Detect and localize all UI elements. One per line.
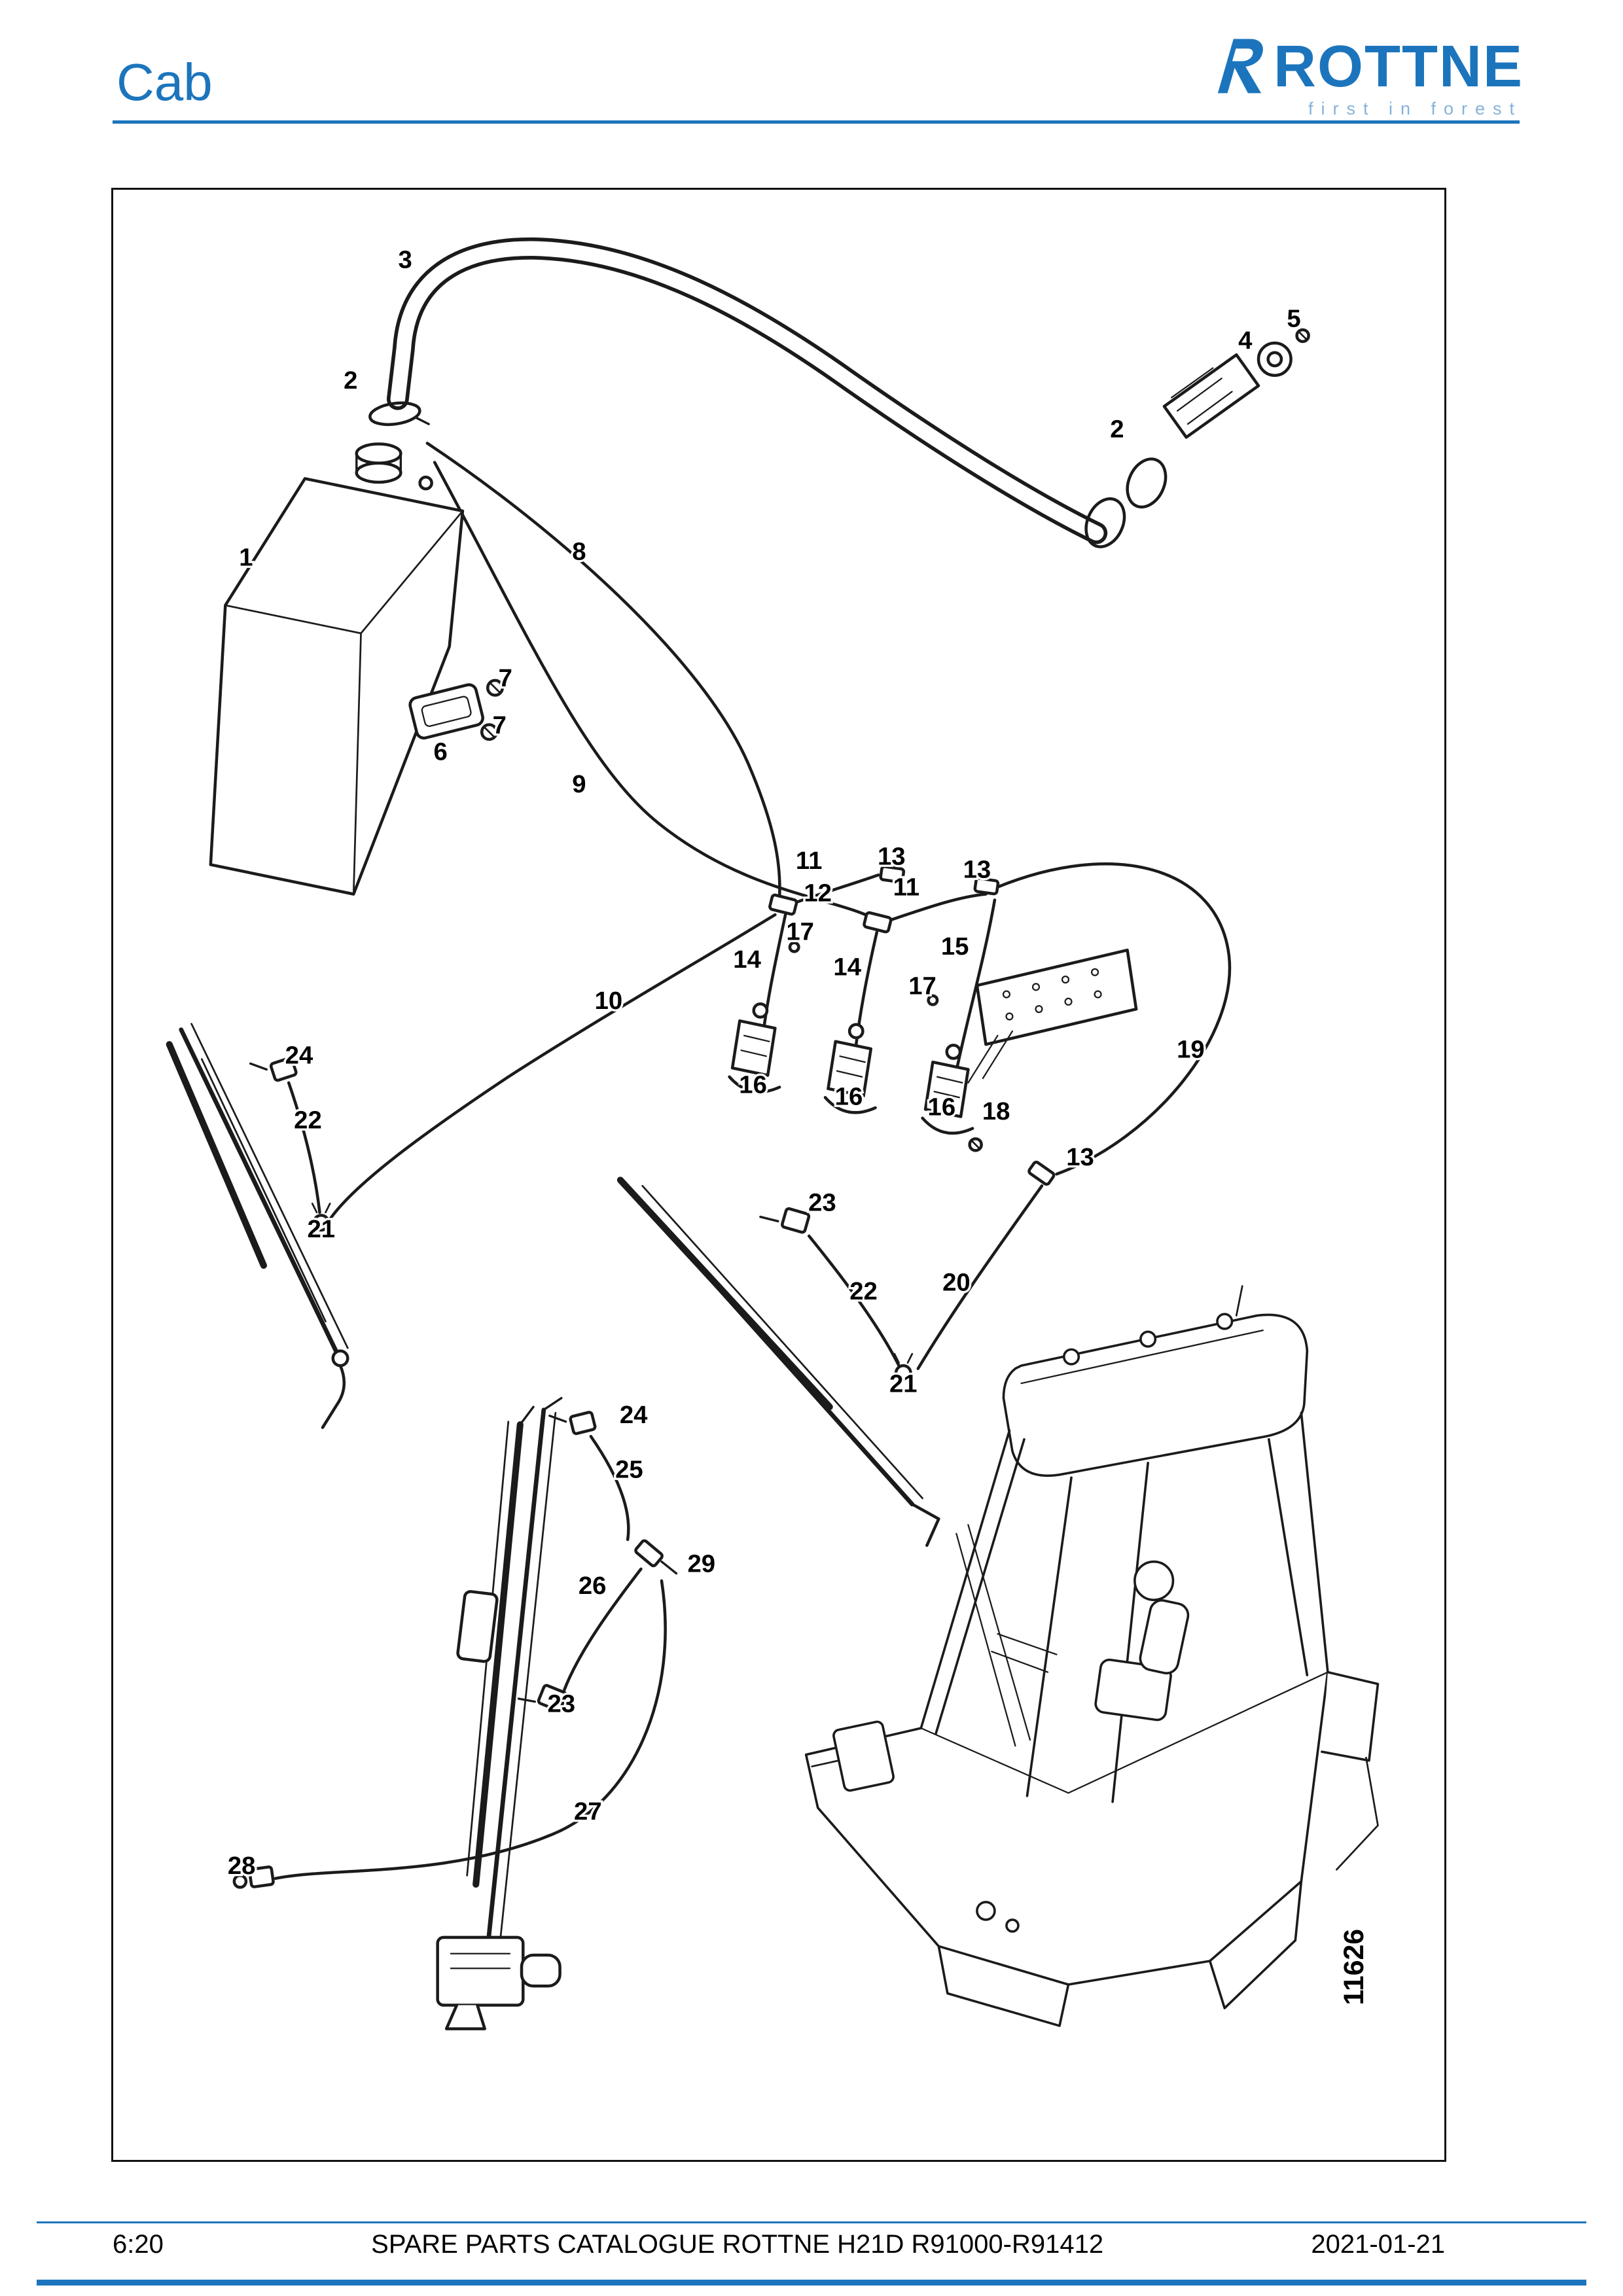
footer-date: 2021-01-21: [1311, 2230, 1445, 2259]
part-callout-26: 26: [579, 1572, 607, 1600]
hose-clamps: [368, 401, 1168, 548]
hose-connectors: [232, 1056, 811, 1889]
part-callout-24: 24: [285, 1041, 313, 1069]
part-callout-2: 2: [344, 366, 357, 395]
tank-bracket: [408, 679, 504, 741]
part-callout-7: 7: [493, 711, 507, 739]
part-callout-23: 23: [548, 1689, 576, 1718]
part-callout-12: 12: [804, 879, 832, 908]
part-callout-13: 13: [878, 842, 906, 870]
part-callout-24: 24: [620, 1401, 648, 1429]
brand-logo: ROTTNE first in forest: [1209, 35, 1524, 119]
part-callout-11: 11: [893, 874, 919, 902]
part-callout-23: 23: [808, 1189, 836, 1217]
part-callout-19: 19: [1177, 1035, 1205, 1063]
spray-nozzles: [311, 1203, 914, 1382]
wiper-lower: [436, 1396, 563, 2030]
washer-tank: [209, 442, 465, 896]
part-callout-4: 4: [1238, 327, 1253, 355]
footer-title: SPARE PARTS CATALOGUE ROTTNE H21D R91000…: [371, 2230, 1104, 2259]
rottne-logo-mark: [1217, 39, 1263, 94]
parts-diagram: 3254218776911131113121715141417102419162…: [166, 237, 1380, 2030]
part-callout-17: 17: [908, 972, 936, 1000]
part-callout-25: 25: [615, 1455, 643, 1483]
part-callout-14: 14: [733, 945, 761, 974]
part-callout-28: 28: [228, 1852, 256, 1880]
page-header: Cab ROTTNE first in forest: [116, 35, 1524, 119]
part-callout-21: 21: [889, 1370, 918, 1398]
part-callout-21: 21: [307, 1215, 335, 1243]
part-callout-16: 16: [928, 1093, 956, 1121]
page-title: Cab: [116, 53, 213, 111]
part-callout-5: 5: [1287, 304, 1300, 332]
figure-id: 11626: [1338, 1929, 1370, 2005]
part-callout-17: 17: [786, 917, 814, 945]
washer-jets: [728, 1002, 974, 1135]
part-callout-13: 13: [1066, 1143, 1094, 1171]
part-callout-13: 13: [963, 856, 991, 884]
wiper-middle: [616, 1176, 940, 1547]
part-callout-16: 16: [739, 1071, 767, 1099]
jet-mounting-plate: [967, 948, 1138, 1084]
part-callout-20: 20: [942, 1268, 971, 1296]
part-callout-3: 3: [398, 245, 412, 274]
washer-hoses: [274, 442, 1232, 1881]
part-callout-22: 22: [849, 1277, 878, 1305]
page-footer: 6:20 SPARE PARTS CATALOGUE ROTTNE H21D R…: [113, 2230, 1445, 2259]
footer-divider: [37, 2221, 1586, 2223]
brand-wordmark: ROTTNE: [1274, 34, 1524, 99]
part-callout-2: 2: [1110, 415, 1124, 443]
part-callout-22: 22: [294, 1106, 322, 1135]
part-callout-7: 7: [499, 664, 512, 692]
part-callout-9: 9: [572, 770, 586, 798]
brand-tagline: first in forest: [1308, 99, 1522, 118]
part-callout-11: 11: [796, 847, 822, 875]
header-divider: [113, 120, 1520, 124]
part-callout-27: 27: [574, 1797, 602, 1826]
brand-row: ROTTNE: [1209, 35, 1524, 96]
part-callout-10: 10: [595, 987, 623, 1015]
footer-bottom-bar: [37, 2280, 1586, 2286]
part-callout-14: 14: [833, 953, 861, 981]
part-callout-15: 15: [941, 932, 969, 961]
cab-illustration: [804, 1285, 1380, 2027]
air-hose: [386, 237, 1108, 544]
jet-screw: [968, 1137, 983, 1152]
part-callout-29: 29: [687, 1549, 715, 1578]
part-callout-16: 16: [835, 1083, 863, 1111]
filter-assembly: [1162, 328, 1310, 439]
footer-page-number: 6:20: [113, 2230, 164, 2259]
hose-fittings: [768, 865, 1056, 1186]
part-callout-8: 8: [572, 537, 586, 565]
part-callout-6: 6: [434, 738, 448, 766]
wiper-left: [166, 1023, 349, 1429]
part-callout-1: 1: [239, 543, 253, 571]
part-callout-18: 18: [982, 1097, 1010, 1125]
